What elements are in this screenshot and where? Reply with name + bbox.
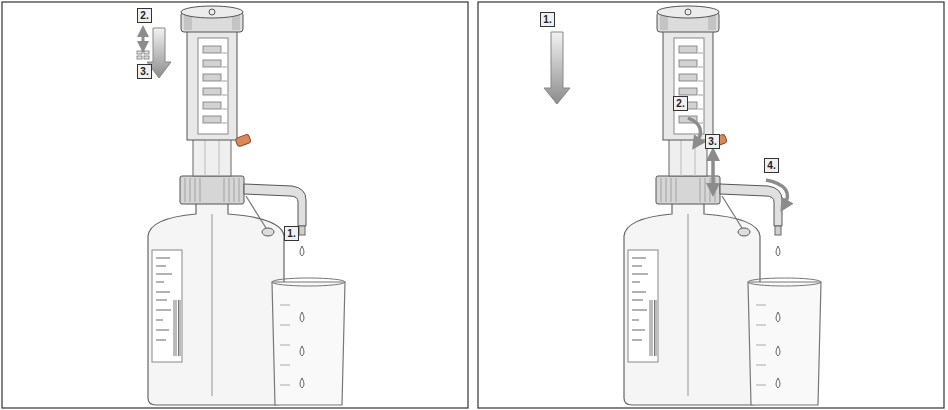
lift-arrow	[711, 154, 715, 190]
dispenser-illustration	[148, 6, 345, 405]
callout-number: 3.	[140, 67, 148, 77]
callout-box: 2.	[673, 96, 688, 111]
callout-number: 3.	[708, 137, 716, 147]
rotate-arrow	[688, 118, 701, 144]
rotate-arrow	[766, 180, 787, 206]
callout-number: 1.	[543, 15, 551, 25]
callout-box: 1.	[540, 12, 555, 27]
callout-number: 1.	[287, 229, 295, 239]
press-arrow	[544, 32, 570, 104]
panel-frame	[478, 2, 944, 408]
dispenser-illustration	[624, 6, 821, 405]
callout-box: 3.	[137, 64, 152, 79]
volume-pictogram	[137, 51, 149, 59]
callout-number: 2.	[140, 11, 148, 21]
callout-box: 3.	[705, 134, 720, 149]
callout-number: 4.	[767, 161, 775, 171]
callout-box: 2.	[137, 8, 152, 23]
callout-box: 4.	[764, 158, 779, 173]
callout-number: 2.	[676, 99, 684, 109]
callout-box: 1.	[284, 226, 299, 241]
panel-frame	[2, 2, 468, 408]
adjust-arrow	[142, 31, 145, 47]
